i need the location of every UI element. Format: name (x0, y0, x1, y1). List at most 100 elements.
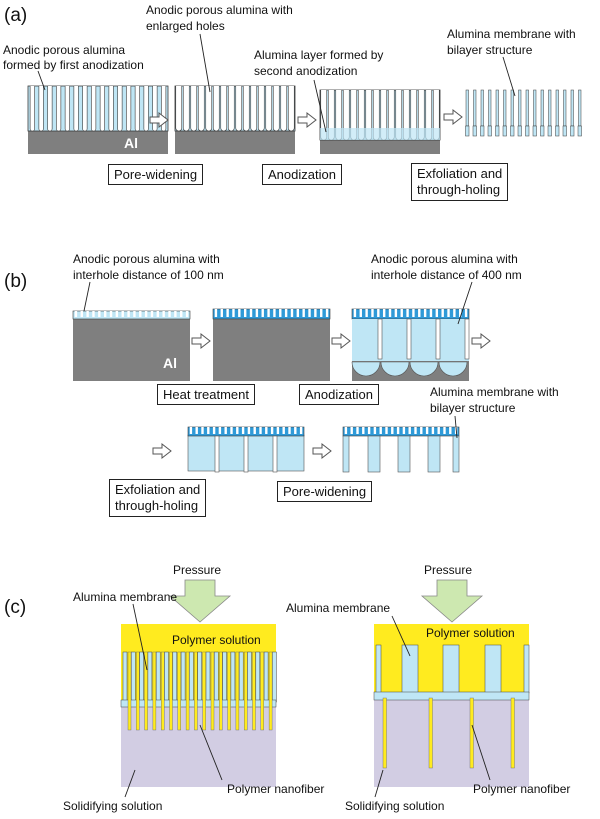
b3-top-layer-pore (353, 309, 357, 317)
a4-membrane-wall (488, 89, 492, 127)
c-right-leader-solidifying (374, 769, 384, 798)
b3-top-layer-pore (418, 309, 421, 317)
c-left-leader-membrane (132, 603, 148, 671)
b2-alumina-pore (284, 309, 288, 317)
b1-alumina-pore (121, 311, 124, 317)
b4-top-layer-pore (236, 427, 239, 434)
b3-top-layer-pore (412, 309, 415, 317)
a1-alumina-pore (64, 86, 70, 132)
a1-alumina-pore (108, 86, 114, 132)
c-left-nanofiber (227, 651, 231, 731)
c-label-membrane-right: Alumina membrane (286, 601, 391, 615)
b5-wall (342, 435, 350, 473)
c-right-nanofiber (382, 697, 387, 769)
b5-wall (397, 435, 411, 473)
c-label-pressure-left: Pressure (173, 563, 222, 577)
b-leader-2 (457, 281, 473, 325)
b3-top-layer-pore (388, 309, 392, 317)
c-left-membrane-wall (247, 651, 252, 703)
a4-membrane-wall (570, 89, 574, 127)
a1-alumina-pore (47, 86, 53, 132)
b2-aluminum-substrate (213, 317, 330, 381)
c-left-membrane-wall (164, 651, 169, 703)
b3-top-layer-pore (435, 309, 439, 317)
a-al-label: Al (124, 135, 138, 151)
a4-membrane-foot (532, 125, 537, 137)
a4-membrane-wall (555, 89, 559, 127)
a-label-enlarged-1: Anodic porous alumina with (146, 3, 293, 17)
b1-alumina-pore (144, 311, 148, 317)
a2-alumina-pore (257, 86, 265, 132)
b5-top-layer-pore (362, 427, 365, 434)
panel-label-a: (a) (4, 5, 28, 26)
b5-top-layer-pore (425, 427, 429, 434)
b2-alumina-pore (214, 309, 218, 317)
c-label-nanofiber-left: Polymer nanofiber (227, 782, 325, 796)
a1-alumina-pore (126, 86, 132, 132)
b5-top-layer-pore (344, 427, 348, 434)
b2-alumina-pore (232, 309, 235, 317)
b1-alumina-pore (103, 311, 107, 317)
b3-top-layer-pore (459, 309, 462, 317)
b4-top-layer-pore (299, 427, 303, 434)
c-right-membrane-base (373, 691, 530, 701)
c-right-nanofiber (428, 697, 433, 769)
b4-top-layer-pore (253, 427, 256, 434)
b3-wide-pore (406, 318, 412, 360)
a-leader-1 (37, 70, 46, 91)
c-right-membrane-wall (442, 644, 460, 694)
c-left-nanofiber (177, 651, 182, 731)
a4-membrane-wall (480, 89, 484, 127)
c-left-membrane-wall (189, 651, 194, 703)
b3-pore-bottom (409, 361, 439, 377)
b-leader-3 (454, 415, 458, 439)
b2-alumina-pore (261, 309, 264, 317)
a-label-enlarged-2: enlarged holes (146, 19, 225, 33)
b2-alumina-pore (279, 309, 282, 317)
b4-top-layer-pore (276, 427, 280, 434)
a2-alumina-pore (287, 86, 295, 132)
a4-membrane-foot (472, 125, 477, 137)
c-left-nanofiber (160, 651, 165, 731)
c-right-nanofiber (510, 697, 515, 769)
c-left-membrane-wall (205, 651, 211, 703)
a3-second-layer (320, 128, 440, 140)
a1-alumina-pore (73, 86, 79, 132)
c-left-nanofiber (152, 651, 157, 731)
a4-membrane-wall (563, 89, 567, 127)
b5-top-layer-pore (414, 427, 417, 434)
a4-membrane-foot (540, 125, 545, 137)
b2-alumina-pore (320, 309, 323, 317)
c-left-nanofiber (136, 651, 140, 731)
a1-alumina-pore (91, 86, 97, 132)
b1-alumina-pore (74, 311, 78, 317)
b3-top-layer-pore (406, 309, 409, 317)
c-label-membrane-left: Alumina membrane (73, 590, 178, 604)
b3-top-layer-pore (447, 309, 450, 317)
b5-top-layer-pore (350, 427, 353, 434)
b1-alumina-pore (139, 311, 142, 317)
a4-membrane-wall (503, 89, 507, 127)
b4-top-layer-pore (201, 427, 204, 434)
a4-membrane-wall (548, 89, 552, 127)
a4-membrane-foot (465, 125, 470, 137)
b3-top-layer-pore (371, 309, 374, 317)
a1-alumina-pore (152, 86, 158, 132)
b2-alumina-layer (212, 308, 331, 320)
c-left-pressure-arrow (168, 579, 232, 623)
b5-top-layer-pore (391, 427, 394, 434)
b1-alumina-pore (156, 311, 160, 317)
b3-top-layer-pore (453, 309, 456, 317)
a1-alumina-pore (117, 86, 123, 132)
b4-top-layer-pore (195, 427, 198, 434)
b-label-100nm-1: Anodic porous alumina with (73, 252, 220, 266)
c-left-nanofiber (194, 651, 198, 731)
c-label-pressure-right: Pressure (424, 563, 473, 577)
a2-alumina-pore (280, 86, 288, 132)
c-right-membrane-wall (375, 644, 382, 694)
b5-top-layer-pore (437, 427, 440, 434)
b4-top-layer-pore (241, 427, 245, 434)
a-label-first-anodization-1: Anodic porous alumina (3, 43, 126, 57)
b-label-bilayer-2: bilayer structure (430, 401, 516, 415)
